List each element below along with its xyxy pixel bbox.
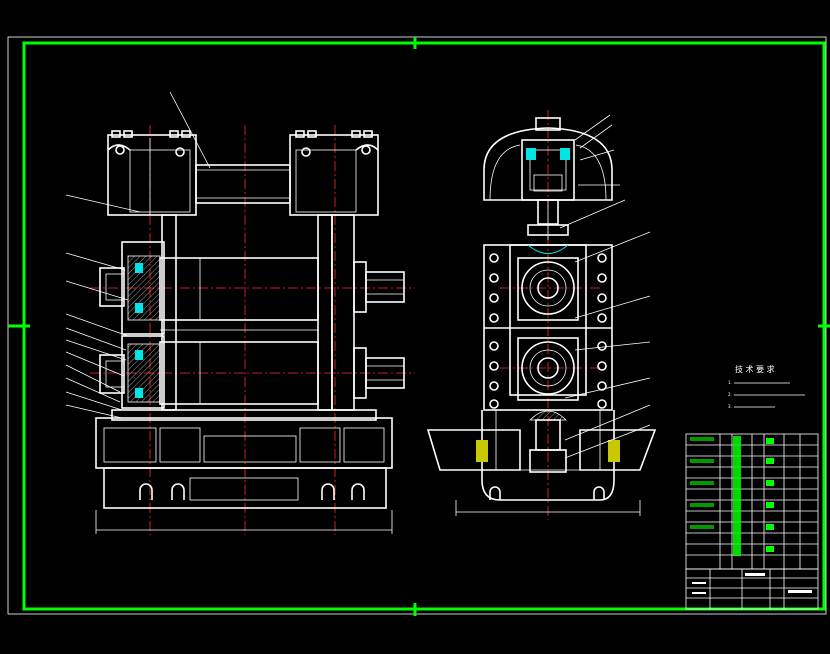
leaders-side (559, 114, 651, 459)
tech-requirements: 技 术 要 求 1. 2. 3. (728, 364, 805, 409)
leaders-front (65, 91, 211, 419)
side-view (426, 110, 657, 520)
parts-list (685, 433, 819, 570)
title-block (685, 568, 819, 610)
tech-req-line-3: 3. (728, 404, 732, 409)
top-bolts (111, 130, 373, 157)
sheet-border (7, 36, 830, 616)
housing-bolts (489, 253, 607, 409)
tech-req-line-2: 2. (728, 392, 732, 397)
tech-req-line-1: 1. (728, 380, 732, 385)
front-view (65, 91, 415, 535)
tech-requirements-heading: 技 术 要 求 (735, 364, 775, 374)
